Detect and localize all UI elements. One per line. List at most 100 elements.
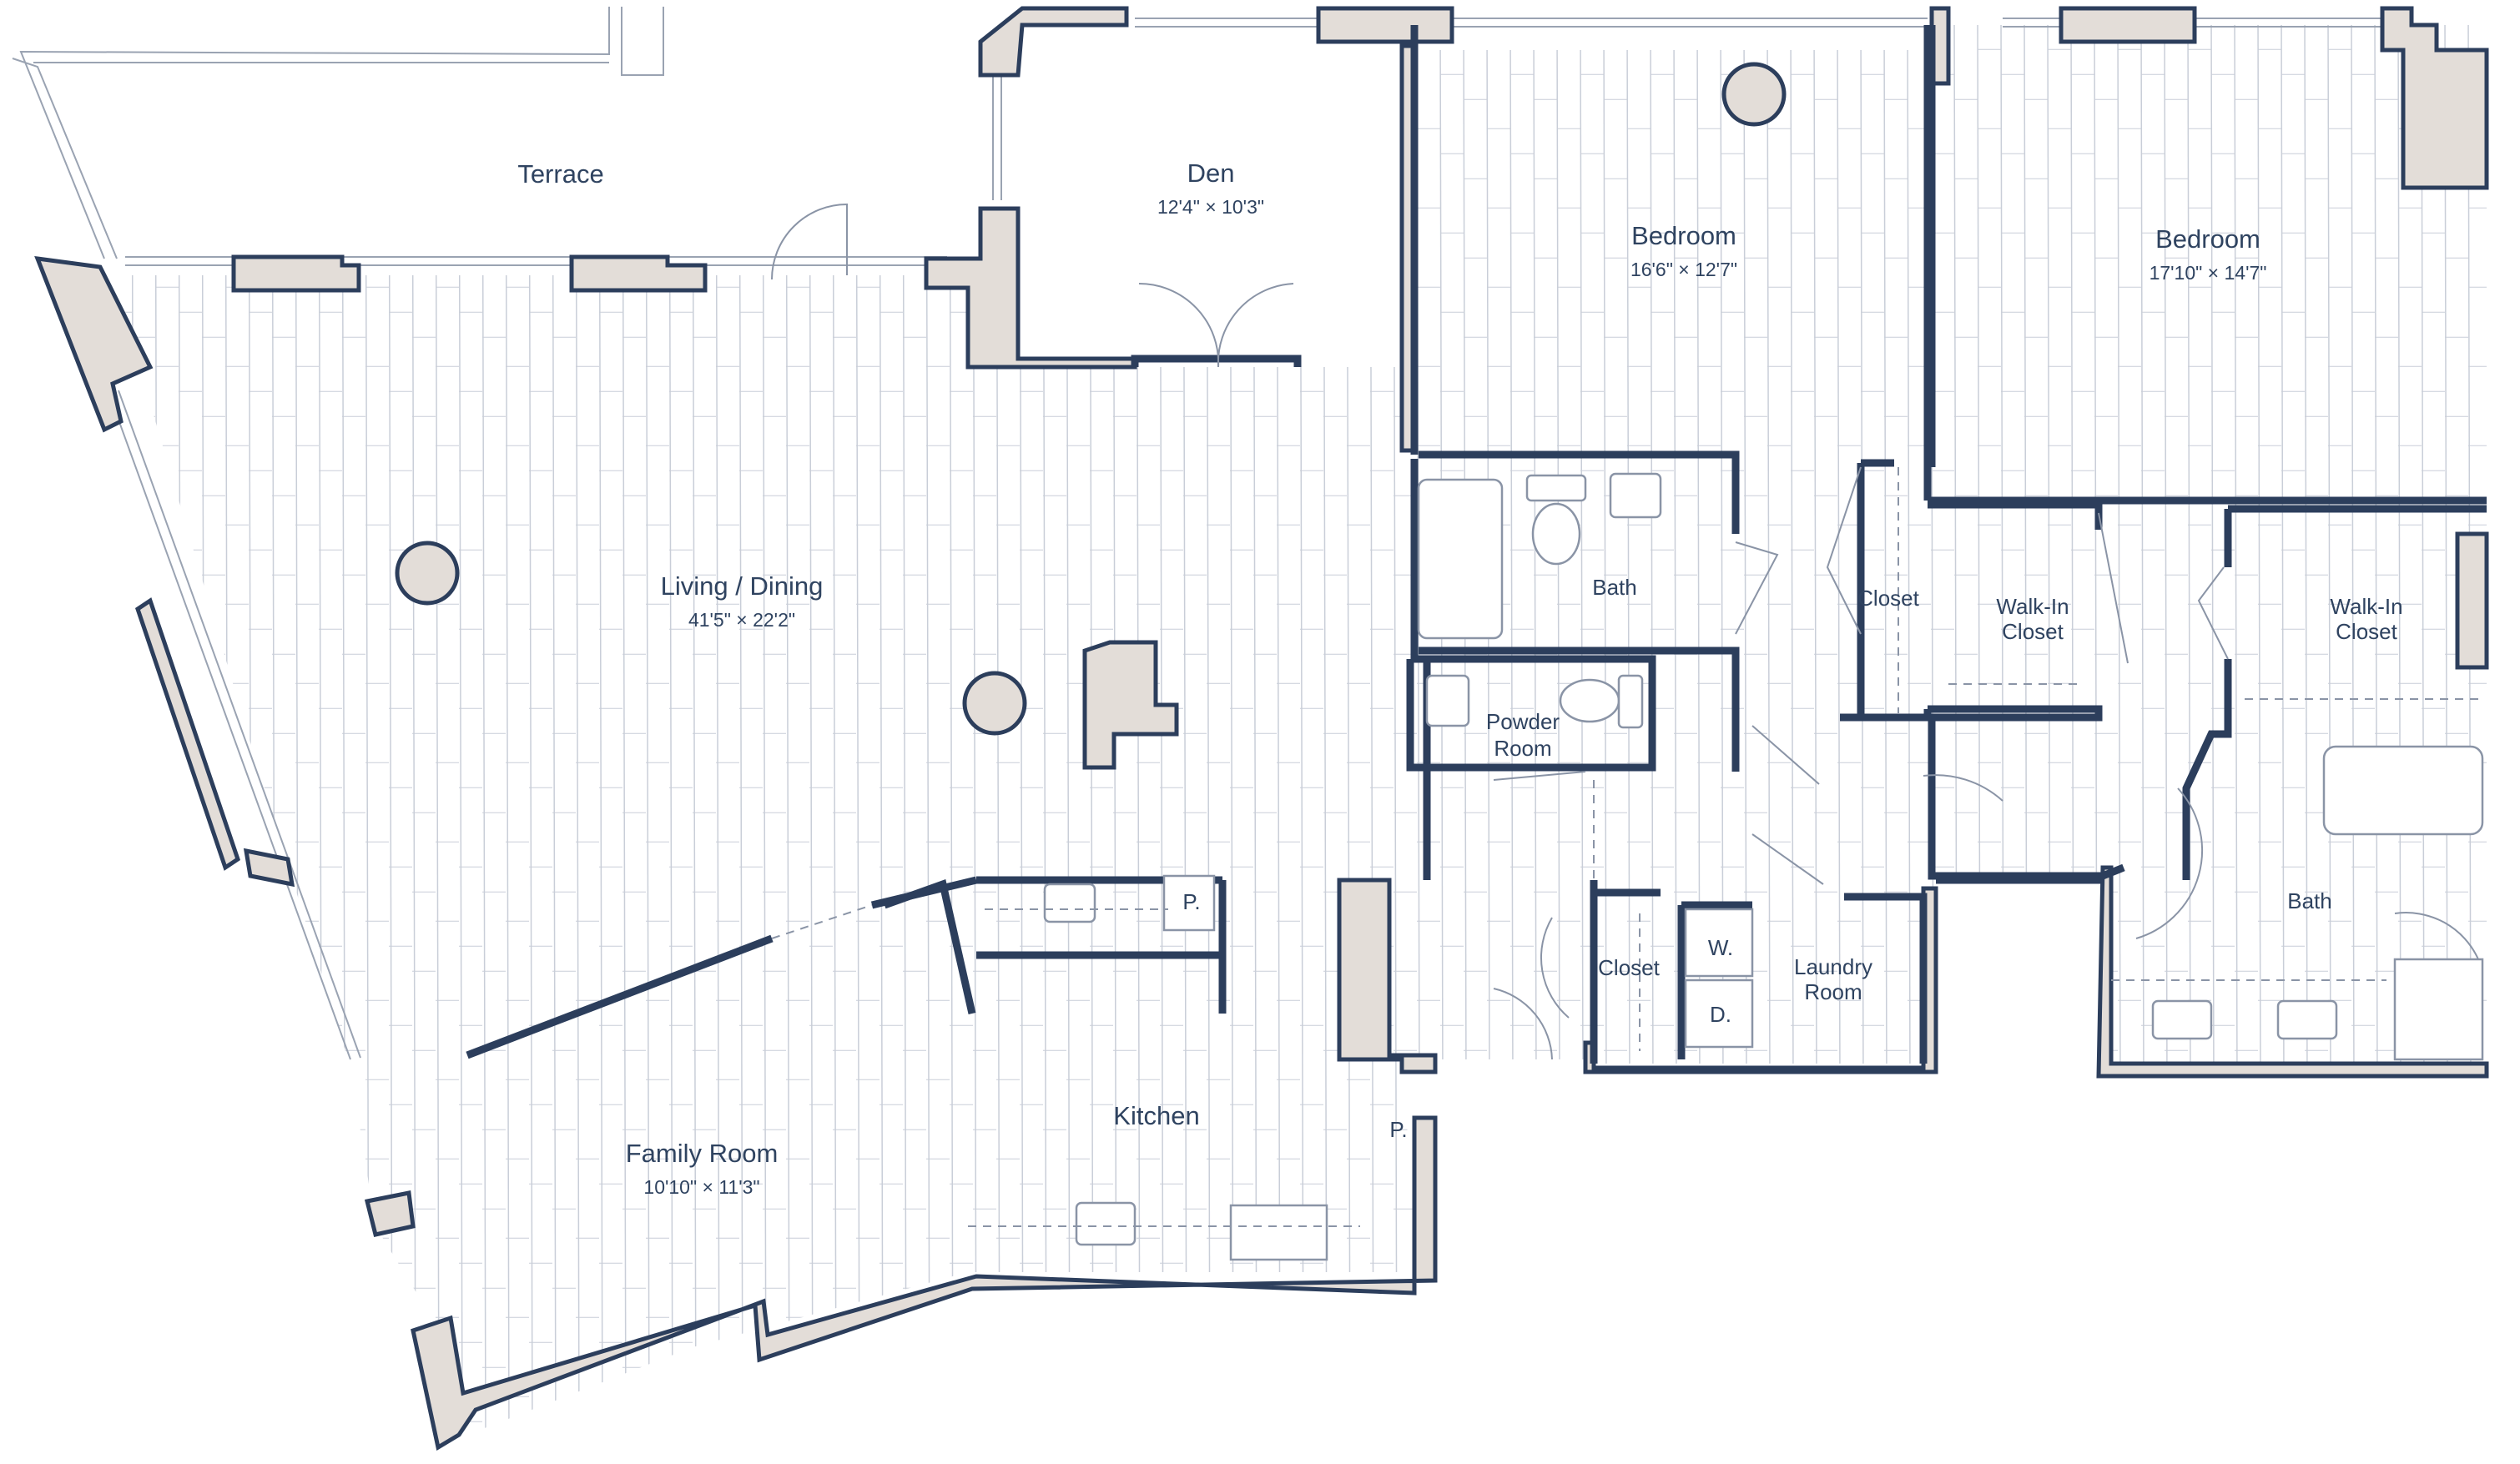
powder-toilet-tank [1617, 674, 1644, 729]
bathtub-1 [1417, 478, 1504, 640]
floor-board-line [2421, 25, 2426, 1435]
powder-toilet [1559, 678, 1620, 723]
floor-board-line [388, 25, 393, 1435]
floor-board-line [2094, 25, 2099, 1435]
fixtures [771, 467, 2484, 1261]
floor-board-line [2467, 25, 2472, 1435]
terrace-outline [12, 7, 664, 259]
family-room-dimensions: 10'10" × 11'3" [643, 1176, 759, 1198]
floor-board-line [1953, 25, 1958, 1435]
floor-board-line [692, 25, 697, 1435]
doors [771, 203, 2479, 1060]
floor-board-line [832, 25, 837, 1435]
floor-board-line [1206, 25, 1211, 1435]
floor-board-line [2140, 25, 2145, 1435]
closet-laundry-label: Closet [1598, 955, 1660, 980]
floor-board-line [1019, 25, 1024, 1435]
den-label: Den [1187, 158, 1235, 188]
floor-board-line [318, 25, 323, 1435]
kitchen-sink [1075, 1201, 1137, 1246]
floor-board-line [435, 25, 440, 1435]
floor-board-line [108, 17, 112, 1451]
bedroom-1-dimensions: 16'6" × 12'7" [1630, 259, 1737, 280]
bath-sink-1 [1609, 472, 1662, 519]
pantry-2-label: P. [1389, 1117, 1407, 1142]
floor-board-line [2024, 25, 2029, 1435]
bathtub-2 [2322, 745, 2484, 836]
floor-board-line [1977, 25, 1982, 1435]
floor-board-line [1603, 25, 1608, 1435]
floor-board-line [1439, 25, 1444, 1435]
living-dining-label: Living / Dining [661, 571, 824, 601]
column-living-2 [962, 671, 1027, 736]
pantry-1-label: P. [1182, 889, 1200, 914]
floor-board-line [1182, 25, 1187, 1435]
washer-box [1684, 908, 1754, 978]
column-bedroom [1721, 62, 1787, 127]
bedroom-1-label: Bedroom [1631, 221, 1736, 250]
floor-board-line [1556, 25, 1561, 1435]
floor-board-line [154, 25, 159, 1435]
floor-board-line [2070, 25, 2075, 1435]
windows [108, 18, 2386, 1060]
shower [2393, 958, 2484, 1061]
floor-board-line [1393, 25, 1398, 1435]
floor-board-line [2047, 25, 2052, 1435]
floor-board-line [505, 25, 510, 1435]
toilet-tank-1 [1525, 474, 1587, 502]
vanity-sink-b [2276, 999, 2338, 1040]
floor-board-line [2492, 17, 2495, 1451]
dryer-label: D. [1710, 1002, 1731, 1027]
floor-board-line [2281, 25, 2286, 1435]
laundry-room-label-1: Laundry [1794, 954, 1872, 979]
cooktop [1229, 1204, 1328, 1261]
floor-board-line [1837, 25, 1842, 1435]
floor-board-line [1042, 25, 1047, 1435]
floor-board-line [1509, 25, 1515, 1435]
floor-board-line [341, 25, 346, 1435]
walk-in-1-label-1: Walk-In [1996, 594, 2069, 619]
floor-board-line [2374, 25, 2379, 1435]
floor-board-line [1907, 25, 1912, 1435]
floor-board-line [598, 25, 603, 1435]
columns [395, 62, 1787, 736]
floor-board-line [2444, 25, 2449, 1435]
floor-board-line [2304, 25, 2309, 1435]
interior-walls [466, 25, 2487, 1064]
exterior-walls [34, 6, 2489, 1451]
floor-board-line [1346, 25, 1351, 1435]
vanity-sink-a [2151, 999, 2213, 1040]
walk-in-2-label-2: Closet [2336, 619, 2397, 644]
floor-board-line [528, 25, 533, 1435]
floor-board-line [1369, 25, 1374, 1435]
floor-board-line [1767, 25, 1772, 1435]
powder-room-label-2: Room [1494, 736, 1551, 761]
floor-board-line [1486, 25, 1491, 1435]
floor-board-line [2397, 25, 2402, 1435]
bath-1-label: Bath [1592, 575, 1637, 600]
living-dining-dimensions: 41'5" × 22'2" [688, 609, 795, 631]
floor-board-line [2117, 25, 2122, 1435]
floor-board-line [411, 25, 416, 1435]
floor-board-line [224, 25, 229, 1435]
island-sink [1043, 883, 1096, 923]
floor-board-line [2351, 25, 2356, 1435]
floor-board-line [668, 25, 673, 1435]
walk-in-2-label-1: Walk-In [2330, 594, 2402, 619]
floor-board-line [622, 25, 627, 1435]
powder-room-label-1: Powder [1486, 709, 1560, 734]
floor-board-line [738, 25, 743, 1435]
powder-sink [1425, 674, 1470, 727]
walk-in-1-label-2: Closet [2002, 619, 2064, 644]
room-labels: Terrace Den 12'4" × 10'3" Bedroom 16'6" … [517, 158, 2402, 1198]
floor-board-line [949, 25, 954, 1435]
floor-board-line [1580, 25, 1585, 1435]
floor-board-line [762, 25, 767, 1435]
terrace-label: Terrace [517, 159, 603, 189]
floor-board-line [201, 25, 206, 1435]
floor-board-line [481, 25, 486, 1435]
floor-board-line [809, 25, 814, 1435]
den-dimensions: 12'4" × 10'3" [1157, 196, 1264, 218]
floor-board-line [458, 25, 463, 1435]
